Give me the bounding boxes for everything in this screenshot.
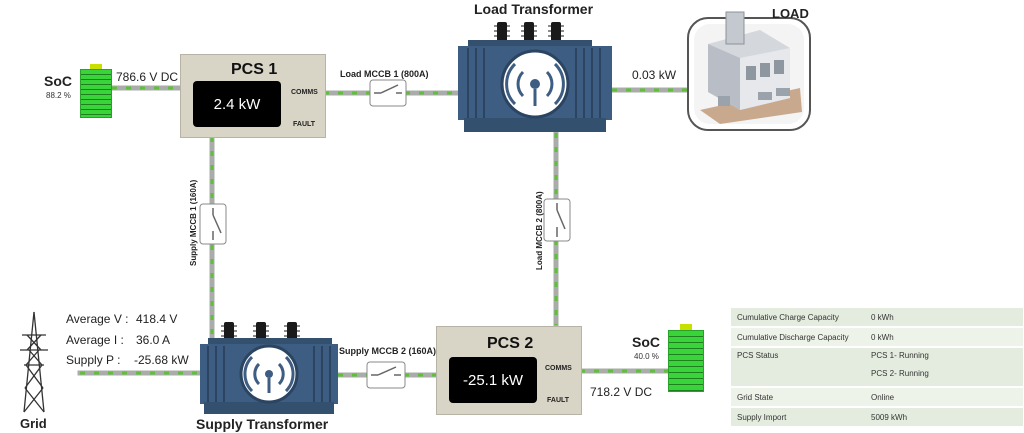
- load-building-icon: [687, 11, 811, 131]
- pcs-status-values: PCS 1- Running PCS 2- Running: [865, 347, 1023, 388]
- cumulative-discharge-value: 0 kWh: [865, 327, 1023, 348]
- average-voltage-value: 418.4 V: [136, 312, 178, 326]
- summary-table: Cumulative Charge Capacity 0 kWh Cumulat…: [731, 308, 1023, 428]
- supply-transformer-icon: [200, 322, 338, 414]
- pcs-1-status: PCS 1- Running: [871, 351, 929, 360]
- cumulative-charge-label: Cumulative Charge Capacity: [731, 308, 865, 328]
- load-mccb-1-label: Load MCCB 1 (800A): [340, 69, 429, 79]
- pcs-status-label: PCS Status: [731, 347, 865, 388]
- soc-1-label: SoC: [44, 73, 72, 89]
- load-transformer-label: Load Transformer: [474, 1, 594, 17]
- load-mccb-2-label: Load MCCB 2 (800A): [535, 191, 544, 270]
- pcs-2-power-display: -25.1 kW: [449, 357, 537, 403]
- supply-import-label: Supply Import: [731, 407, 865, 428]
- cumulative-discharge-label: Cumulative Discharge Capacity: [731, 327, 865, 348]
- pcs-1-unit[interactable]: PCS 1 2.4 kW COMMS FAULT: [180, 54, 326, 138]
- pcs-2-fault-indicator: FAULT: [547, 397, 570, 404]
- battery-1-icon: [80, 64, 112, 118]
- pcs-1-dc-voltage: 786.6 V DC: [116, 70, 179, 84]
- average-current-value: 36.0 A: [136, 333, 171, 347]
- pcs-2-comms-indicator: COMMS: [545, 365, 572, 372]
- pcs-1-title: PCS 1: [231, 61, 278, 78]
- grid-state-label: Grid State: [731, 387, 865, 408]
- pcs-2-dc-voltage: 718.2 V DC: [590, 385, 653, 399]
- load-mccb-2-switch[interactable]: [543, 198, 571, 242]
- grid-state-value: Online: [865, 387, 1023, 408]
- soc-2-percent: 40.0 %: [634, 352, 659, 361]
- supply-mccb-1-label: Supply MCCB 1 (160A): [189, 179, 198, 266]
- supply-mccb-1-switch[interactable]: [199, 203, 227, 245]
- load-mccb-1-switch[interactable]: [369, 79, 407, 107]
- load-label: LOAD: [772, 6, 809, 21]
- grid-tower-icon: [20, 311, 48, 413]
- load-transformer-icon: [458, 22, 612, 132]
- cumulative-charge-value: 0 kWh: [865, 308, 1023, 328]
- average-voltage-label: Average V :: [66, 312, 129, 326]
- supply-power-label: Supply P :: [66, 353, 121, 367]
- average-current-label: Average I :: [66, 333, 124, 347]
- pcs-2-status: PCS 2- Running: [871, 369, 929, 378]
- supply-transformer-label: Supply Transformer: [196, 416, 329, 432]
- soc-2-label: SoC: [632, 334, 660, 350]
- pcs-1-comms-indicator: COMMS: [291, 89, 318, 96]
- pcs-1-power-display: 2.4 kW: [193, 81, 281, 127]
- supply-mccb-2-switch[interactable]: [366, 361, 406, 389]
- supply-power-value: -25.68 kW: [134, 353, 189, 367]
- pcs-1-fault-indicator: FAULT: [293, 121, 316, 128]
- table-row: PCS Status PCS 1- Running PCS 2- Running: [731, 347, 1023, 388]
- table-row: Cumulative Discharge Capacity 0 kWh: [731, 327, 1023, 348]
- table-row: Supply Import 5009 kWh: [731, 407, 1023, 428]
- soc-1-percent: 88.2 %: [46, 91, 71, 100]
- load-power: 0.03 kW: [632, 68, 677, 82]
- battery-2-icon: [668, 324, 704, 392]
- pcs-2-title: PCS 2: [487, 335, 534, 352]
- grid-label: Grid: [20, 416, 47, 431]
- pcs-2-unit[interactable]: PCS 2 -25.1 kW COMMS FAULT: [436, 326, 582, 415]
- supply-import-value: 5009 kWh: [865, 407, 1023, 428]
- supply-mccb-2-label: Supply MCCB 2 (160A): [339, 346, 437, 356]
- table-row: Cumulative Charge Capacity 0 kWh: [731, 308, 1023, 328]
- table-row: Grid State Online: [731, 387, 1023, 408]
